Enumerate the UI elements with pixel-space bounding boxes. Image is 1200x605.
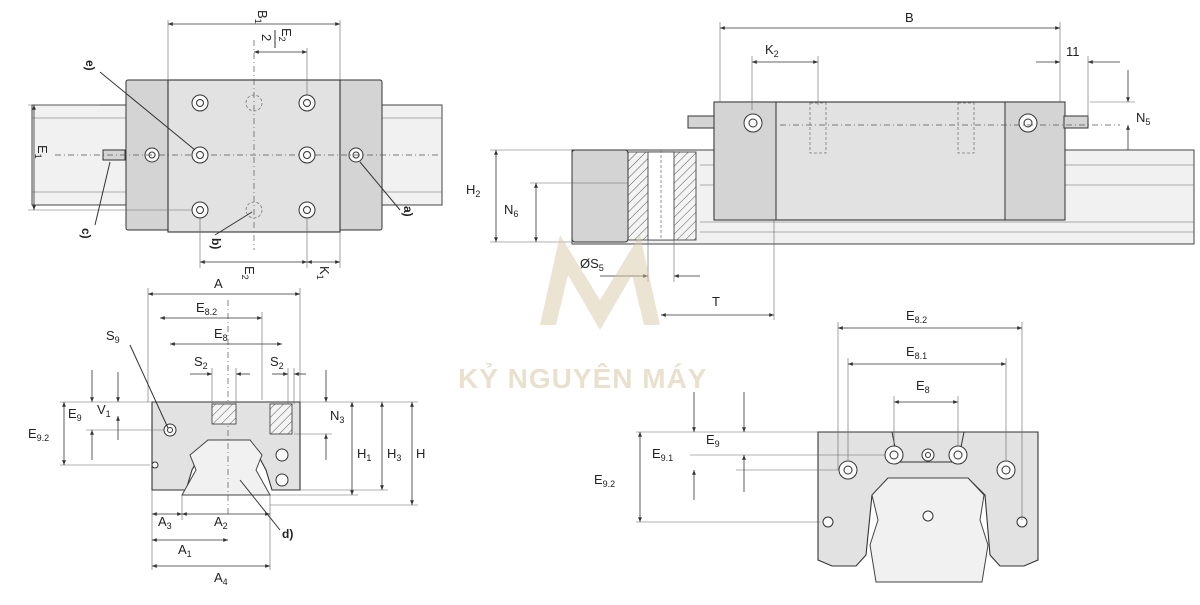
callout-b: b)	[209, 238, 223, 249]
svg-text:A4: A4	[214, 570, 228, 587]
svg-text:E8: E8	[916, 378, 930, 395]
label-E82-left: E	[196, 300, 205, 315]
label-E2-half: E	[279, 28, 294, 37]
label-E9-right: E	[706, 432, 715, 447]
callout-d: d)	[282, 527, 293, 541]
svg-text:E8: E8	[214, 326, 228, 343]
label-E1: E	[35, 145, 50, 154]
svg-text:E8.2: E8.2	[196, 300, 217, 317]
side-view-nipple-right	[1063, 115, 1089, 129]
label-A: A	[214, 276, 223, 291]
svg-text:E9.2: E9.2	[594, 472, 615, 489]
label-11: 11	[1066, 44, 1080, 59]
label-A1: A	[178, 542, 187, 557]
watermark-logo-icon	[540, 235, 660, 330]
label-T: T	[712, 294, 720, 309]
svg-text:N6: N6	[504, 202, 518, 219]
label-E81-right: E	[906, 344, 915, 359]
label-E8-left: E	[214, 326, 223, 341]
label-B: B	[905, 10, 914, 25]
label-S2a: S	[194, 354, 203, 369]
svg-text:N5: N5	[1136, 110, 1150, 127]
svg-text:E2: E2	[277, 28, 294, 42]
svg-text:E9.2: E9.2	[28, 426, 49, 443]
label-H1: H	[357, 446, 366, 461]
svg-text:H2: H2	[466, 182, 480, 199]
label-N5: N	[1136, 110, 1145, 125]
svg-text:E8.1: E8.1	[906, 344, 927, 361]
label-H: H	[416, 446, 425, 461]
label-N6: N	[504, 202, 513, 217]
label-A4: A	[214, 570, 223, 585]
label-E2-half-den: 2	[259, 34, 274, 41]
svg-text:E1: E1	[33, 145, 50, 159]
svg-text:H3: H3	[387, 446, 401, 463]
label-H2: H	[466, 182, 475, 197]
svg-text:N3: N3	[330, 408, 344, 425]
svg-text:S2: S2	[270, 354, 284, 371]
label-E9-left: E	[68, 406, 77, 421]
side-view-nipple-left	[687, 115, 715, 129]
watermark: KỶ NGUYÊN MÁY	[458, 235, 707, 394]
svg-text:V1: V1	[97, 402, 111, 419]
svg-text:E8.2: E8.2	[906, 308, 927, 325]
svg-text:E2: E2	[240, 266, 257, 280]
top-view: B1 E2 2 E1 E2 K1 e) a) c) b)	[28, 10, 443, 280]
side-view: B K2 11 N5 H2 N6 ØS5 T	[466, 10, 1195, 320]
callout-e: e)	[83, 60, 97, 71]
label-A2: A	[214, 514, 223, 529]
svg-text:K1: K1	[315, 266, 332, 280]
label-N3: N	[330, 408, 339, 423]
label-S9: S	[106, 328, 115, 343]
label-E2: E	[242, 266, 257, 275]
label-H3: H	[387, 446, 396, 461]
label-E8-right: E	[916, 378, 925, 393]
label-E91-right: E	[652, 446, 661, 461]
svg-text:E9: E9	[68, 406, 82, 423]
watermark-text: KỶ NGUYÊN MÁY	[458, 362, 707, 394]
front-view-left: A E8.2 E8 S9 S2 S2 N3 H1 H3	[28, 276, 425, 587]
label-E82-right: E	[906, 308, 915, 323]
callout-a: a)	[401, 206, 415, 217]
svg-text:B1: B1	[253, 10, 270, 24]
svg-text:E9.1: E9.1	[652, 446, 673, 463]
front-view-right: E8.2 E8.1 E8 E9 E9.1 E9.2	[594, 308, 1039, 583]
svg-text:A3: A3	[158, 514, 172, 531]
svg-text:H1: H1	[357, 446, 371, 463]
label-K1: K	[317, 266, 332, 275]
svg-text:A1: A1	[178, 542, 192, 559]
label-S5: ØS	[580, 256, 599, 271]
label-B1: B	[255, 10, 270, 19]
label-E92-right: E	[594, 472, 603, 487]
label-V1: V	[97, 402, 106, 417]
callout-c: c)	[79, 228, 93, 239]
label-E92-left: E	[28, 426, 37, 441]
svg-text:S9: S9	[106, 328, 120, 345]
svg-text:ØS5: ØS5	[580, 256, 604, 273]
svg-text:E9: E9	[706, 432, 720, 449]
label-S2b: S	[270, 354, 279, 369]
label-A3: A	[158, 514, 167, 529]
svg-text:S2: S2	[194, 354, 208, 371]
label-K2: K	[765, 42, 774, 57]
svg-text:A2: A2	[214, 514, 228, 531]
top-view-mounting-holes	[191, 94, 316, 219]
front-right-rail	[869, 477, 989, 583]
front-right-holes	[822, 445, 1028, 528]
svg-text:K2: K2	[765, 42, 779, 59]
